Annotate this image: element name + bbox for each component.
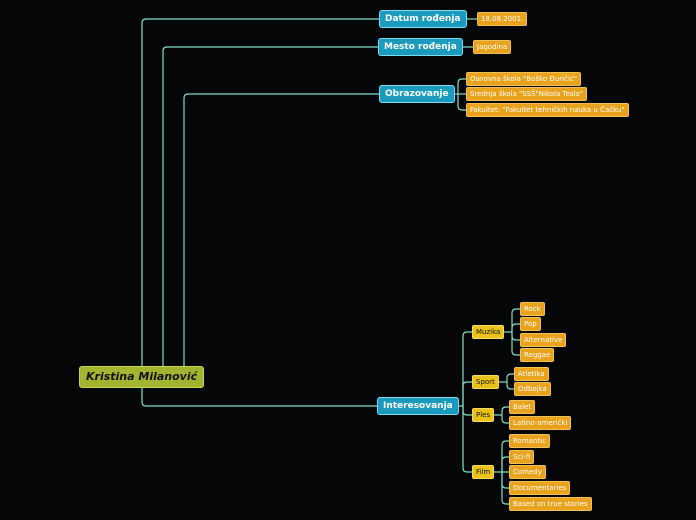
connector-root-branch-0 [141, 18, 379, 366]
leaf-ples-balet[interactable]: Balet [509, 400, 536, 414]
topic-mesto-rodjenja[interactable]: Mesto rođenja [378, 38, 463, 56]
connector-film-4 [501, 472, 509, 505]
root-topic[interactable]: Kristina Milanović [79, 366, 205, 388]
connector-sport-0 [506, 373, 514, 382]
connector-film-3 [501, 472, 509, 489]
connector-interesovanja-2 [462, 406, 472, 416]
connector-muzika-0 [511, 308, 520, 332]
leaf-film-romantic[interactable]: Romantic [509, 434, 550, 448]
leaf-film-comedy[interactable]: Comedy [509, 465, 546, 479]
leaf-ples-latino[interactable]: Latino-američki [509, 416, 572, 430]
leaf-osnovna-skola[interactable]: Osnovna škola "Boško Đuričić" [466, 72, 581, 86]
leaf-film-scifi[interactable]: Sci-fi [509, 450, 535, 464]
leaf-sport-atletika[interactable]: Atletika [514, 367, 549, 381]
connector-film-0 [501, 440, 509, 472]
leaf-fakultet[interactable]: Fakultet: "Fakultet tehničkih nauka u Ča… [466, 103, 629, 117]
connector-sport-1 [506, 382, 514, 390]
connector-obrazovanje-0 [457, 78, 466, 94]
connector-interesovanja-0 [462, 331, 472, 406]
connector-ples-1 [501, 415, 509, 424]
leaf-muzika-pop[interactable]: Pop [520, 317, 541, 331]
subtopic-muzika[interactable]: Muzika [472, 325, 505, 339]
connector-root-branch-1 [162, 46, 378, 366]
connector-obrazovanje-2 [457, 94, 466, 111]
connector-interesovanja-1 [462, 381, 472, 406]
connector-ples-0 [501, 406, 509, 415]
leaf-mesto[interactable]: Jagodina [473, 40, 512, 54]
connector-interesovanja-3 [462, 406, 472, 473]
leaf-muzika-alternative[interactable]: Alternative [520, 333, 567, 347]
leaf-srednja-skola[interactable]: Srednja škola "SSŠ"Nikola Tesla" [466, 87, 587, 101]
leaf-sport-odbojka[interactable]: Odbojka [514, 382, 551, 396]
subtopic-film[interactable]: Film [472, 465, 495, 479]
leaf-film-true-stories[interactable]: Based on true stories [509, 497, 592, 511]
topic-interesovanja[interactable]: Interesovanja [377, 397, 459, 415]
connector-muzika-3 [511, 332, 520, 356]
topic-obrazovanje[interactable]: Obrazovanje [379, 85, 455, 103]
leaf-datum[interactable]: 18.08.2001. [477, 12, 528, 26]
leaf-muzika-rock[interactable]: Rock [520, 302, 545, 316]
leaf-film-documentaries[interactable]: Documentaries [509, 481, 571, 495]
connector-film-1 [501, 456, 509, 472]
connector-muzika-2 [511, 332, 520, 341]
subtopic-ples[interactable]: Ples [472, 408, 495, 422]
connector-root-branch-3 [141, 388, 377, 407]
connector-muzika-1 [511, 323, 520, 332]
topic-datum-rodjenja[interactable]: Datum rođenja [379, 10, 467, 28]
connector-root-branch-2 [183, 93, 379, 366]
subtopic-sport[interactable]: Sport [472, 375, 499, 389]
leaf-muzika-reggae[interactable]: Reggae [520, 348, 555, 362]
